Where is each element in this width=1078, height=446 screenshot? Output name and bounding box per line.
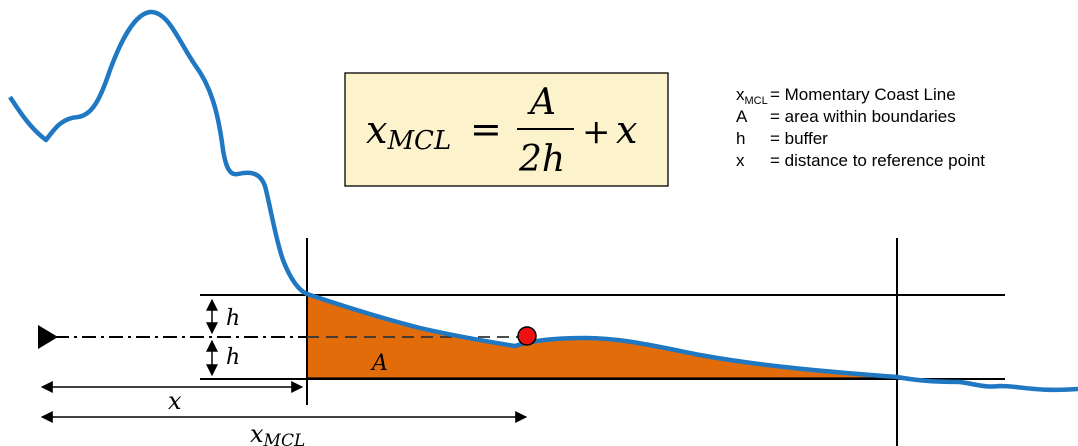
xmcl-dimension-sub: MCL — [263, 431, 306, 446]
formula-denominator: 2h — [518, 139, 565, 180]
legend-desc-1: = area within boundaries — [770, 107, 956, 126]
legend-desc-2: = buffer — [770, 129, 828, 148]
h-upper-label: h — [226, 306, 240, 331]
area-within-boundaries — [306, 293, 898, 379]
legend: xMCL = Momentary Coast Line A = area wit… — [736, 85, 985, 170]
area-label: A — [370, 351, 388, 376]
legend-desc-0: = Momentary Coast Line — [770, 85, 956, 104]
formula-equals: = — [470, 107, 502, 151]
legend-symbol-2: h — [736, 129, 745, 148]
h-lower-label: h — [226, 345, 240, 370]
formula-plus: + — [582, 112, 611, 152]
xmcl-dimension-label: xMCL — [250, 420, 305, 446]
x-dimension-label: x — [168, 387, 182, 415]
xmcl-dimension-var: x — [250, 420, 264, 446]
coastline-profile — [8, 9, 1078, 393]
legend-symbol-3: x — [736, 151, 745, 170]
legend-symbol-1: A — [736, 107, 748, 126]
formula-lhs: xMCL — [366, 108, 451, 156]
formula-box — [344, 72, 669, 187]
triangle-marker-icon — [38, 325, 58, 349]
legend-desc-3: = distance to reference point — [770, 151, 985, 170]
formula-lhs-sub: MCL — [386, 126, 451, 156]
red-dot-icon — [517, 326, 537, 346]
formula-numerator: A — [527, 82, 556, 123]
formula-rhs-var: x — [616, 108, 637, 152]
formula-lhs-var: x — [366, 108, 387, 152]
legend-symbol-0: xMCL — [736, 85, 768, 107]
